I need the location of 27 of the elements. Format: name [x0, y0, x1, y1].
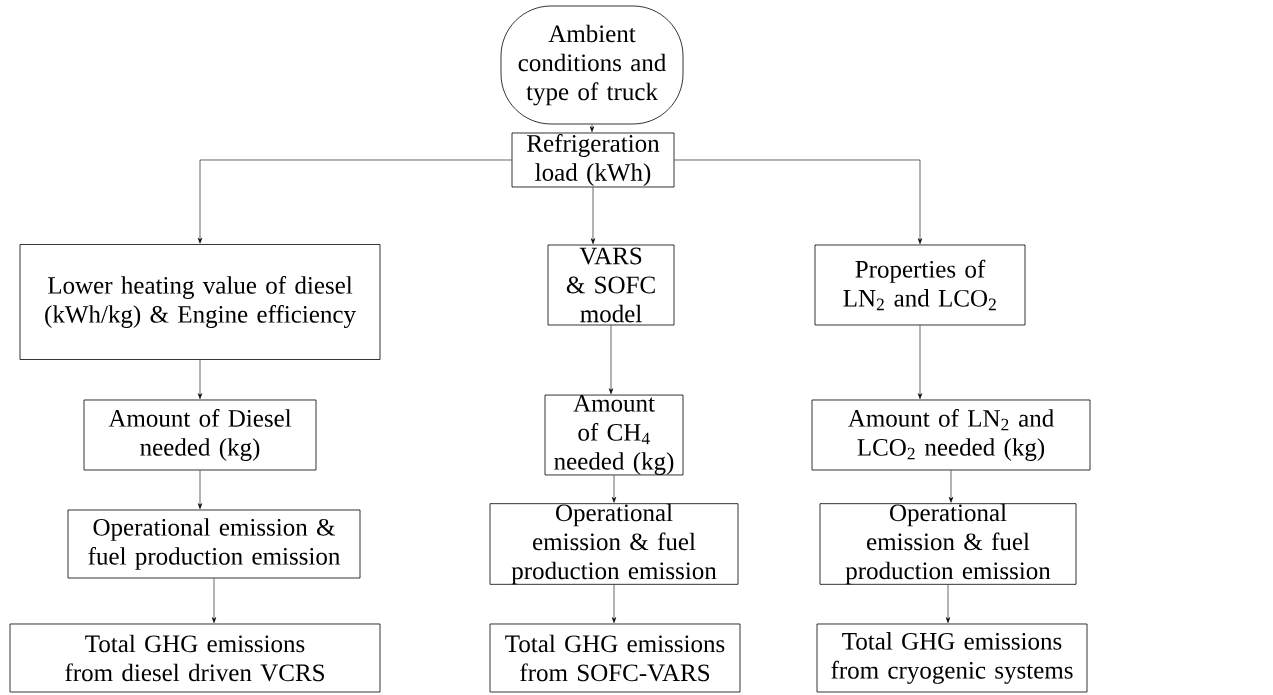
arrow — [197, 159, 512, 244]
arrow — [211, 578, 217, 623]
arrow — [674, 159, 923, 244]
process-box: Amount of CH$_{4}$ needed (kg) — [544, 394, 684, 476]
process-box: Operational emission & fuel production emission — [67, 509, 361, 579]
arrow — [611, 475, 617, 503]
arrow — [589, 124, 595, 132]
process-box: Properties of LN$_{2}$ and LCO$_{2}$ — [814, 244, 1026, 326]
arrow — [945, 584, 951, 623]
arrow — [611, 584, 617, 623]
process-box: Lower heating value of diesel (kWh/kg) & Engine efficiency — [19, 244, 381, 360]
arrow — [917, 325, 923, 399]
arrow — [590, 187, 596, 244]
arrow — [608, 325, 614, 395]
process-box: Amount of LN$_{2}$ and LCO$_{2}$ needed (kg) — [811, 399, 1091, 471]
process-box: Refrigeration load (kWh) — [511, 132, 675, 188]
process-box: Operational emission & fuel production emission — [819, 503, 1077, 585]
process-box: Amount of Diesel needed (kg) — [83, 399, 317, 471]
process-box: VARS & SOFC model — [547, 244, 675, 326]
process-box: Operational emission & fuel production emission — [489, 503, 739, 585]
process-box: Total GHG emissions from SOFC-VARS — [489, 623, 741, 693]
process-box: Total GHG emissions from cryogenic systems — [816, 623, 1088, 693]
arrow — [948, 470, 954, 503]
arrow — [197, 470, 203, 509]
process-box: Total GHG emissions from diesel driven VCRS — [9, 623, 381, 693]
start-terminal: Ambient conditions and type of truck — [500, 5, 684, 125]
arrow — [197, 359, 203, 399]
